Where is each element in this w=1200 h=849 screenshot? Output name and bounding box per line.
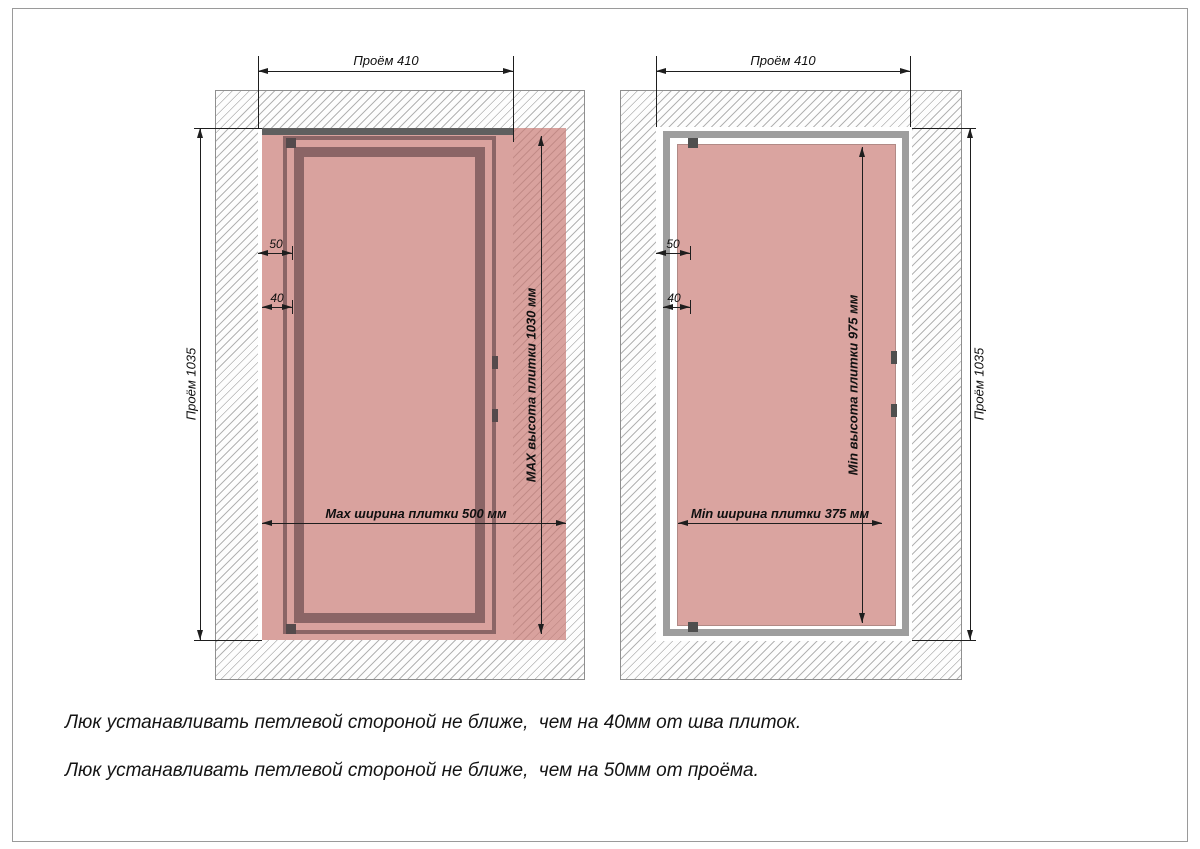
dim-arrow [678,520,688,526]
dim-ext-line [912,640,976,641]
dim-line [663,307,690,308]
sheet-border [12,8,1188,842]
dim-ext-line [690,246,691,260]
dim-label-offset-50: 50 [269,237,283,251]
dim-ext-line [292,246,293,260]
lock-mark-icon [891,404,897,417]
lock-mark-icon [891,351,897,364]
dim-arrow [967,128,973,138]
lock-mark-icon [492,356,498,369]
dim-label-tile-width: Min ширина плитки 375 мм [690,506,870,521]
dim-arrow [282,304,292,310]
dim-line [258,253,292,254]
tile-area [262,128,566,640]
dim-line [678,523,882,524]
dim-line [970,128,971,640]
hinge-bottom-icon [688,622,698,632]
dim-arrow [663,304,673,310]
dim-arrow [859,613,865,623]
dim-arrow [197,630,203,640]
dim-ext-line [912,128,976,129]
dim-label-opening-width: Проём 410 [750,53,816,68]
dim-ext-line [910,56,911,127]
dim-label-tile-width: Max ширина плитки 500 мм [325,506,507,521]
dim-label-tile-height: Min высота плитки 975 мм [845,294,861,476]
dim-label-offset-40: 40 [667,291,681,305]
note-seam-offset: Люк устанавливать петлевой стороной не б… [65,712,802,733]
dim-ext-line [194,128,262,129]
dim-ext-line [513,56,514,142]
hinge-top-icon [286,138,296,148]
hinge-top-icon [688,138,698,148]
dim-line [262,307,292,308]
door-leaf [294,147,485,623]
dim-arrow [680,304,690,310]
dim-ext-line [194,640,262,641]
dim-arrow [262,304,272,310]
dim-arrow [859,147,865,157]
dim-ext-line [690,300,691,314]
hinge-bottom-icon [286,624,296,634]
dim-arrow [967,630,973,640]
dim-label-offset-40: 40 [270,291,284,305]
lintel-bar [262,128,514,135]
lock-mark-icon [492,409,498,422]
dim-line [656,253,690,254]
dim-arrow [262,520,272,526]
dim-ext-line [656,56,657,127]
dim-arrow [556,520,566,526]
dim-arrow [282,250,292,256]
dim-label-opening-height: Проём 1035 [971,347,987,421]
dim-arrow [538,624,544,634]
tile-panel [677,144,896,626]
dim-label-offset-50: 50 [666,237,680,251]
dim-arrow [656,250,666,256]
dim-arrow [258,68,268,74]
dim-ext-line [292,300,293,314]
dim-ext-line [258,56,259,128]
dim-line [656,71,910,72]
dim-label-opening-width: Проём 410 [353,53,419,68]
dim-arrow [538,136,544,146]
dim-arrow [503,68,513,74]
dim-arrow [680,250,690,256]
hatch-frame [283,136,496,634]
dim-line [541,136,542,634]
dim-line [200,128,201,640]
dim-arrow [197,128,203,138]
dim-arrow [258,250,268,256]
dim-line [262,523,566,524]
dim-arrow [900,68,910,74]
dim-line [862,147,863,623]
dim-arrow [872,520,882,526]
dim-line [258,71,513,72]
note-opening-offset: Люк устанавливать петлевой стороной не б… [65,760,759,781]
dim-arrow [656,68,666,74]
